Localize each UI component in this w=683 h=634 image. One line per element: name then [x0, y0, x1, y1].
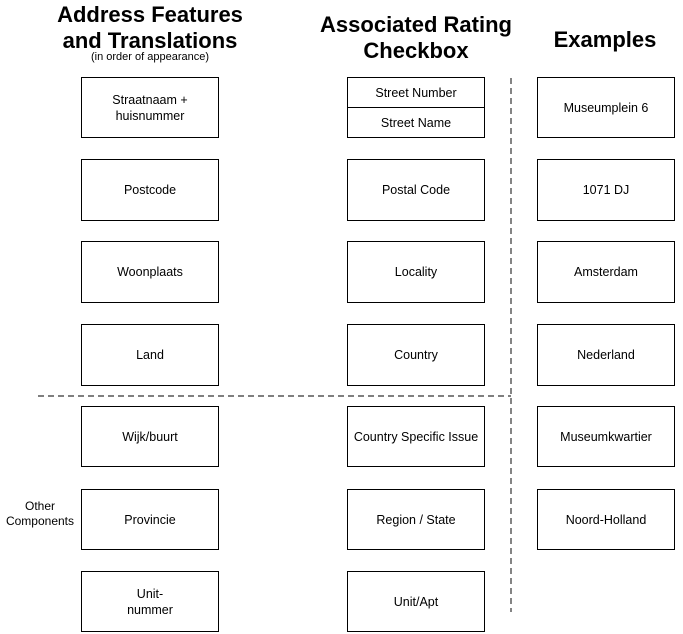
feature-box: Provincie: [81, 489, 219, 550]
rating-box: Unit/Apt: [347, 571, 485, 632]
example-box: Amsterdam: [537, 241, 675, 303]
rating-header: Associated Rating Checkbox: [320, 12, 512, 63]
other-components-label: Other Components: [5, 499, 75, 528]
example-box: Noord-Holland: [537, 489, 675, 550]
feature-box: Woonplaats: [81, 241, 219, 303]
feature-box: Postcode: [81, 159, 219, 221]
feature-box: Straatnaam + huisnummer: [81, 77, 219, 138]
rating-box-part: Street Number: [375, 85, 457, 100]
features-header: Address Features and Translations: [57, 2, 243, 53]
feature-box: Land: [81, 324, 219, 386]
rating-box: Postal Code: [347, 159, 485, 221]
rating-box-part: Street Name: [348, 107, 484, 137]
examples-header: Examples: [553, 27, 657, 52]
rating-box: Country Specific Issue: [347, 406, 485, 467]
features-subheader: (in order of appearance): [90, 51, 209, 63]
feature-box: Wijk/buurt: [81, 406, 219, 467]
rating-box: Locality: [347, 241, 485, 303]
example-box: Museumkwartier: [537, 406, 675, 467]
feature-box: Unit- nummer: [81, 571, 219, 632]
example-box: Nederland: [537, 324, 675, 386]
example-box: Museumplein 6: [537, 77, 675, 138]
rating-box: Country: [347, 324, 485, 386]
example-box: 1071 DJ: [537, 159, 675, 221]
rating-box: Region / State: [347, 489, 485, 550]
